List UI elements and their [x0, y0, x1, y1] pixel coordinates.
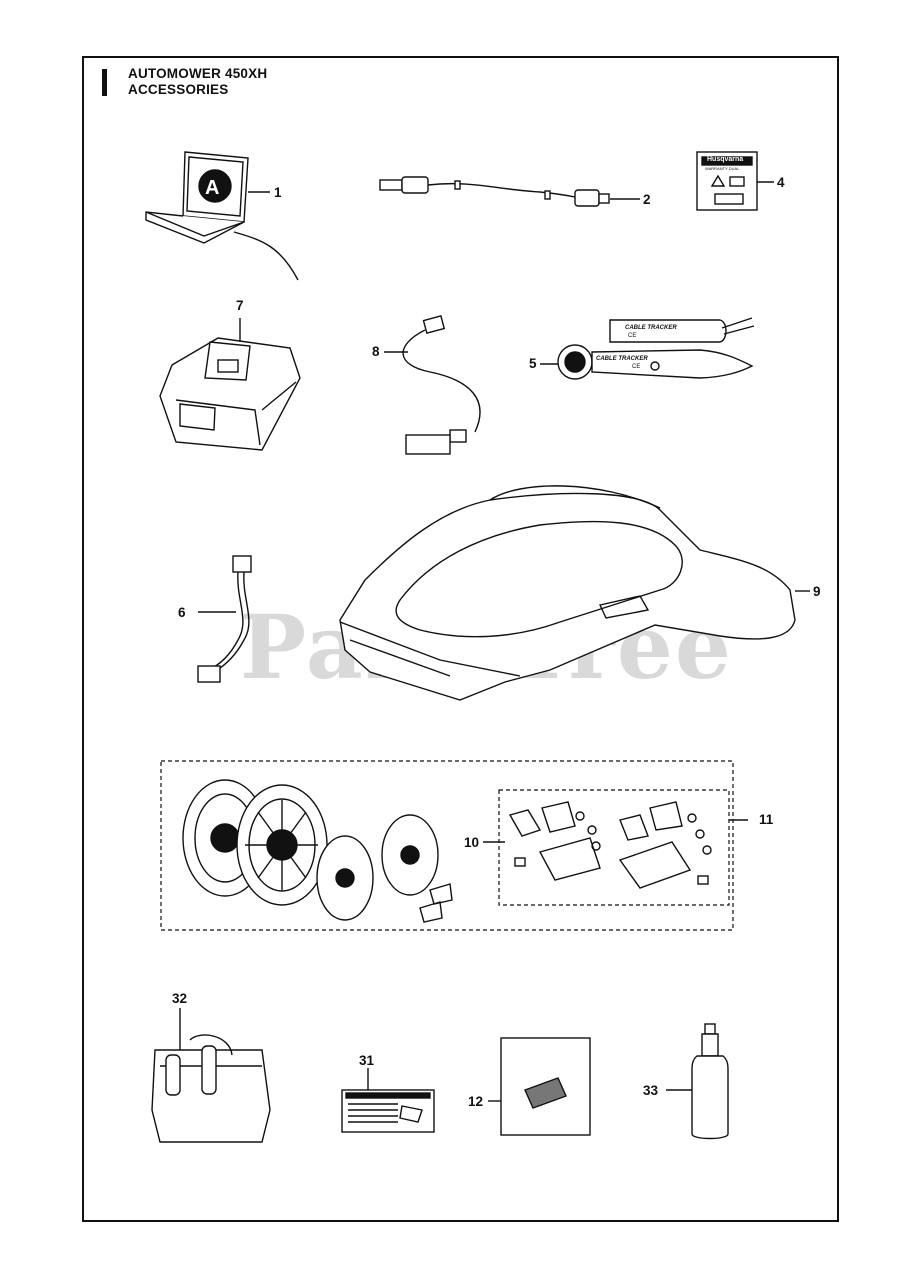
manual-part — [696, 151, 774, 211]
sub-kit-outline — [498, 789, 730, 906]
cleaning-kit-box-part — [151, 1008, 271, 1143]
callout-10: 10 — [464, 835, 480, 850]
callout-12: 12 — [468, 1094, 484, 1109]
manual-brand-label: Husqvarna — [707, 156, 744, 163]
spray-bottle-part — [666, 1023, 729, 1140]
callout-31: 31 — [359, 1053, 375, 1068]
blade-set-part — [488, 1037, 591, 1136]
wheel-cover-part — [316, 814, 453, 923]
diagram-subtitle: ACCESSORIES — [128, 82, 229, 97]
cable-tracker-part — [540, 317, 755, 380]
adapter-cable-part — [384, 315, 481, 455]
ce-mark-top: CE — [628, 333, 637, 339]
callout-2: 2 — [643, 192, 651, 207]
callout-6: 6 — [178, 605, 186, 620]
callout-32: 32 — [172, 991, 188, 1006]
callout-9: 9 — [813, 584, 821, 599]
laptop-part: A — [145, 151, 299, 281]
manual-sub-label: WARRANTY DUAL — [705, 166, 740, 171]
callout-1: 1 — [274, 185, 282, 200]
battery-charger-part — [159, 318, 301, 451]
front-wheel-kit-part — [483, 801, 748, 889]
callout-5: 5 — [529, 356, 537, 371]
usb-cable-part — [379, 176, 640, 207]
svg-text:A: A — [205, 177, 219, 199]
section-marker — [102, 69, 107, 96]
callout-33: 33 — [643, 1083, 659, 1098]
diagram-frame — [82, 56, 839, 1222]
callout-8: 8 — [372, 344, 380, 359]
tracker-label-bottom: CABLE TRACKER — [596, 356, 648, 362]
callout-7: 7 — [236, 298, 244, 313]
callout-4: 4 — [777, 175, 785, 190]
body-shell-part — [339, 485, 810, 701]
diagram-title: AUTOMOWER 450XH — [128, 66, 268, 81]
wire-harness-part — [197, 555, 252, 683]
spiked-wheels-part — [182, 779, 328, 906]
warning-label-part — [341, 1068, 435, 1133]
callout-11: 11 — [759, 812, 774, 827]
tracker-label-top: CABLE TRACKER — [625, 325, 677, 331]
ce-mark-bottom: CE — [632, 364, 641, 370]
